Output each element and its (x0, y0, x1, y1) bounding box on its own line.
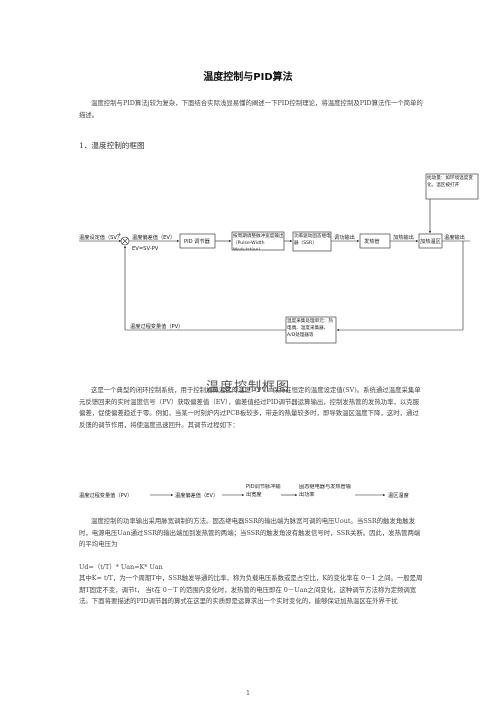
process-ev: 温度偏差值（EV） (175, 491, 218, 499)
zone-block: 加热温区 (420, 237, 441, 245)
process-pv: 温度过程变量值（PV） (79, 491, 132, 499)
ssr-block: 功率驱动固态继电器（SSR） (294, 234, 331, 246)
page-number: 1 (246, 690, 250, 697)
section-heading: 1．温度控制的框图 (79, 141, 145, 150)
temperature-control-block-diagram: 温度设定值（SV） + 温度偏差值（EV） EV=SV-PV PID 调节器 按… (79, 173, 479, 344)
process-zone: 温区温度 (388, 491, 409, 499)
temp-output-label: 温度输出 (444, 233, 465, 241)
process-pid: PID调节脉冲输出宽度 (246, 484, 281, 498)
heat-out-label: 调功输出 (334, 233, 355, 241)
intro-paragraph: 温度控制与PID算法j较为复杂，下面结合实际浅显易懂的阐述一下PID控制理论，将… (79, 99, 423, 119)
setpoint-label: 温度设定值（SV） (79, 233, 122, 241)
process-ssr: 固态继电器与发热管输出功率 (299, 484, 351, 498)
sensor-block: 温度采集处理单元：热电偶、温度采集器、A/D处理器等 (287, 319, 333, 338)
paragraph-closed-loop: 这是一个典型的闭环控制系统，用于控制加热温区的温度（PV）保持在恒定的温度设定值… (79, 386, 421, 429)
pwm-block: 按周期调整脉冲宽度输出（Pulse-Width Modulation） (233, 234, 284, 250)
document-title: 温度控制与PID算法 (203, 72, 293, 83)
disturbance-block: 扰动量：如环境温度变化，温区被打开 (427, 176, 473, 188)
error-formula: EV=SV-PV (132, 246, 159, 252)
heater-block: 发热管 (364, 237, 380, 245)
sum-sign: + (117, 232, 121, 238)
duty-formula: Ud=（t/T）* Uan=K* Uan (79, 563, 163, 571)
regulation-process-diagram: 温度过程变量值（PV） 温度偏差值（EV） PID调节脉冲输出宽度 固态继电器与… (79, 484, 409, 499)
pid-block: PID 调节器 (184, 237, 211, 245)
diagram-caption: 温度控制框图 (205, 380, 290, 395)
paragraph-pwm: 温度控制的功率输出采用脉宽调制的方法。固态继电器SSR的输出端为脉宽可调的电压U… (79, 517, 421, 549)
feedback-label: 温度过程变量值（PV） (130, 322, 183, 330)
paragraph-duty-cycle: 其中K= t/T，为一个周期T中，SSR触发导通的比率，称为负载电压系数或是占空… (79, 574, 423, 606)
heat-power-label: 加热输出 (393, 233, 414, 241)
error-label: 温度偏差值（EV） (132, 233, 175, 241)
